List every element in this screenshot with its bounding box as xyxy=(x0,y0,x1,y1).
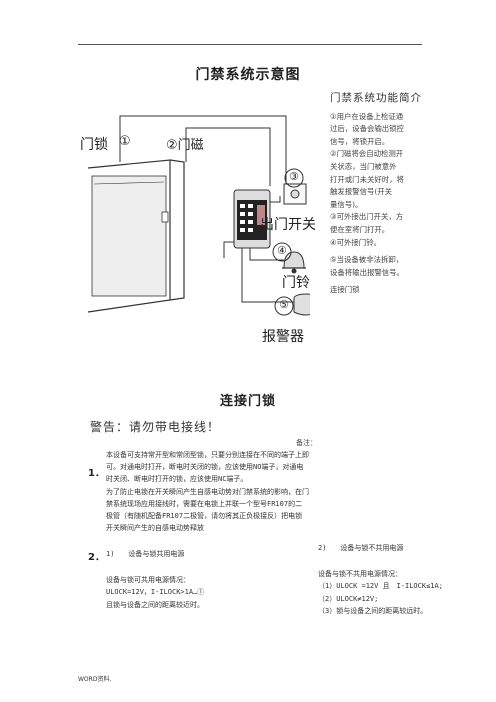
item1-line: 为了防止电锁在开关瞬间产生自感电动势对门禁系统的影响，在门 xyxy=(106,487,309,496)
intro-line: ①用户在设备上检证通 xyxy=(330,111,404,121)
intro-line: 打开或门未关好时，将 xyxy=(330,174,404,184)
page-title: 门禁系统示意图 xyxy=(195,67,301,83)
num3-circle xyxy=(284,168,304,188)
header-rule xyxy=(78,44,422,45)
intro-heading: 门禁系统功能简介 xyxy=(330,92,422,104)
intro-line: 便在室将门打开。 xyxy=(330,224,390,234)
footer-note: WORD资料. xyxy=(78,676,112,683)
doorbell-label: 门铃 xyxy=(282,275,310,291)
num4-circle xyxy=(272,242,292,262)
num4-label: ④ xyxy=(277,244,287,257)
item1-line: 开关瞬间产生的自感电动势释放 xyxy=(106,524,204,533)
separate-power-block: 2) 设备与锁不共用电源 设备与锁不共用电源情况： （1）ULOCK =12V … xyxy=(318,542,488,617)
num1-label: ① xyxy=(119,134,131,149)
separate-power-line: （1）ULOCK =12V 且 I-ILOCK≤1A; xyxy=(318,582,443,591)
separate-power-line: （2）ULOCK≠12V; xyxy=(318,594,379,603)
intro-line: 触发报警信号(开关 xyxy=(330,187,393,197)
item1-line: 禁系统现场应用接线时，需要在电锁上并联一个型号FR107的二 xyxy=(106,499,303,508)
intro-line: ②门磁将会自动检测开 xyxy=(330,149,404,159)
function-intro: 门禁系统功能简介 ①用户在设备上检证通 过后，设备会输出锁控 信号，将锁开启。 … xyxy=(330,92,470,297)
access-control-diagram xyxy=(87,115,310,316)
doorbell-icon xyxy=(282,251,306,274)
item1-number: 1． xyxy=(88,468,105,479)
item1-line: 时关闭、断电时打开的锁，应该使用NC端子。 xyxy=(106,475,248,484)
intro-line: ④可外接门铃。 xyxy=(330,237,381,247)
item2-number: 2． xyxy=(88,552,105,563)
num3-label: ③ xyxy=(289,170,299,183)
intro-line: 连接门锁 xyxy=(330,285,360,295)
door xyxy=(87,159,185,313)
item1-line: 可。对通电时打开，断电时关闭的锁，应该使用NO端子，对通电 xyxy=(106,463,304,472)
item1-line: 极管（有随机配备FR107二极管，请勿将其正负极接反）把电锁 xyxy=(106,512,303,521)
door-lock-label: 门锁 xyxy=(80,137,108,153)
item1-paragraph: 本设备可支持常开型和常闭型锁，只要分别连接在不同的端子上即 可。对通电时打开，断… xyxy=(106,449,426,534)
num5-circle xyxy=(274,296,294,316)
exit-switch-label: 出门开关 xyxy=(260,217,316,233)
separate-power-heading: 2) 设备与锁不共用电源 xyxy=(318,544,404,552)
note-label: 备注： xyxy=(296,439,317,447)
shared-power-heading: 1) 设备与锁共用电源 xyxy=(106,550,185,558)
intro-line: 信号，将锁开启。 xyxy=(330,136,390,146)
item1-line: 本设备可支持常开型和常闭型锁，只要分别连接在不同的端子上即 xyxy=(106,451,309,459)
separate-power-line: （3）锁与设备之间的距离较远时。 xyxy=(318,606,428,615)
shared-power-line: ULOCK=12V，I-ILOCK>1A…① xyxy=(106,588,205,597)
intro-line: 关状态，当门被意外 xyxy=(330,161,397,171)
siren-icon xyxy=(293,293,310,316)
num5-label: ⑤ xyxy=(279,298,289,311)
intro-line: 设备将输出报警信号。 xyxy=(330,267,404,277)
intro-line: ③可外接出门开关，方 xyxy=(330,212,404,222)
shared-power-line: 设备与锁可共用电源情况： xyxy=(106,576,190,585)
door-sensor-label: ②门磁 xyxy=(166,138,204,153)
intro-line: 量信号)。 xyxy=(330,199,363,209)
alarm-label: 报警器 xyxy=(262,329,304,345)
intro-line: ⑤当设备被非法拆卸， xyxy=(330,255,404,265)
lock-body-icon xyxy=(161,211,169,223)
exit-switch-icon xyxy=(283,183,307,205)
warning-text: 警告：请勿带电接线！ xyxy=(90,420,221,434)
section-title-connect-lock: 连接门锁 xyxy=(219,394,276,409)
shared-power-line: 且锁与设备之间的距离较近时。 xyxy=(106,600,204,609)
shared-power-block: 1) 设备与锁共用电源 设备与锁可共用电源情况： ULOCK=12V，I-ILO… xyxy=(106,548,306,611)
intro-line: 过后，设备会输出锁控 xyxy=(330,124,404,134)
separate-power-line: 设备与锁不共用电源情况： xyxy=(318,570,402,579)
control-device xyxy=(233,189,271,249)
